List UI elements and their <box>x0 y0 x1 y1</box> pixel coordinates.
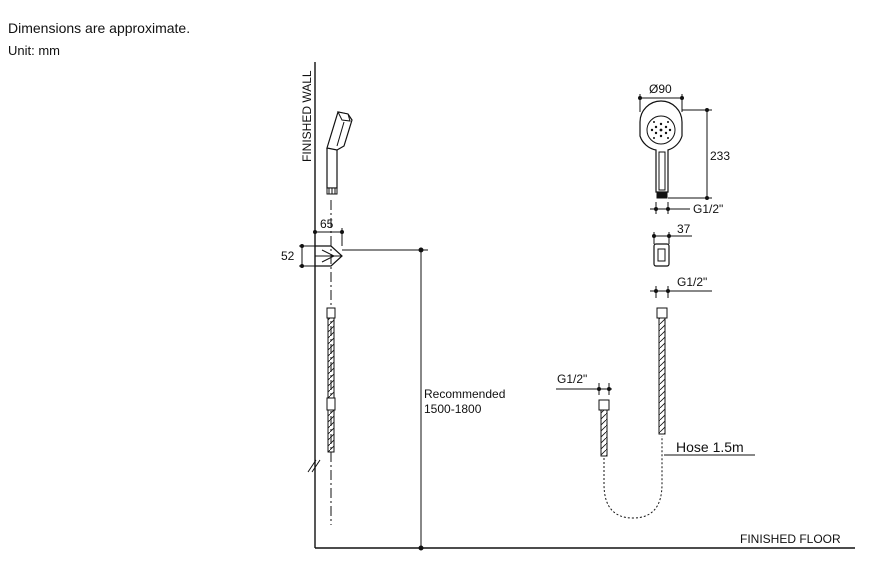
dim-52-lines <box>299 244 315 268</box>
note-approximate: Dimensions are approximate. <box>8 20 191 36</box>
label-dim-52: 52 <box>281 249 295 263</box>
label-thread-2: G1/2" <box>677 275 707 289</box>
dim-65-lines <box>313 228 344 246</box>
dim-recommended-height <box>342 247 428 551</box>
label-dim-37: 37 <box>677 222 691 236</box>
dim-diameter-lines <box>638 94 684 112</box>
label-thread-3: G1/2" <box>557 372 587 386</box>
label-dim-65: 65 <box>320 217 334 231</box>
holder-side-view <box>315 245 343 267</box>
note-unit: Unit: mm <box>8 43 60 58</box>
label-finished-wall: FINISHED WALL <box>300 70 314 162</box>
handshower-side-view <box>326 111 353 195</box>
handshower-front-view <box>639 100 683 199</box>
hose-side-view <box>307 307 336 473</box>
dim-thread-2-lines <box>650 286 712 298</box>
label-dim-233: 233 <box>710 149 730 163</box>
label-hose: Hose 1.5m <box>676 439 744 455</box>
label-recommended-range: 1500-1800 <box>424 402 482 416</box>
dim-233-lines <box>668 108 712 200</box>
label-finished-floor: FINISHED FLOOR <box>740 532 841 546</box>
label-recommended: Recommended <box>424 387 505 401</box>
label-dim-diameter: Ø90 <box>649 82 672 96</box>
label-thread-1: G1/2" <box>693 202 723 216</box>
dim-thread-3-lines <box>556 383 612 395</box>
dim-thread-1-lines <box>650 202 690 214</box>
hose-front-view <box>598 307 755 519</box>
holder-front-view <box>652 232 692 267</box>
